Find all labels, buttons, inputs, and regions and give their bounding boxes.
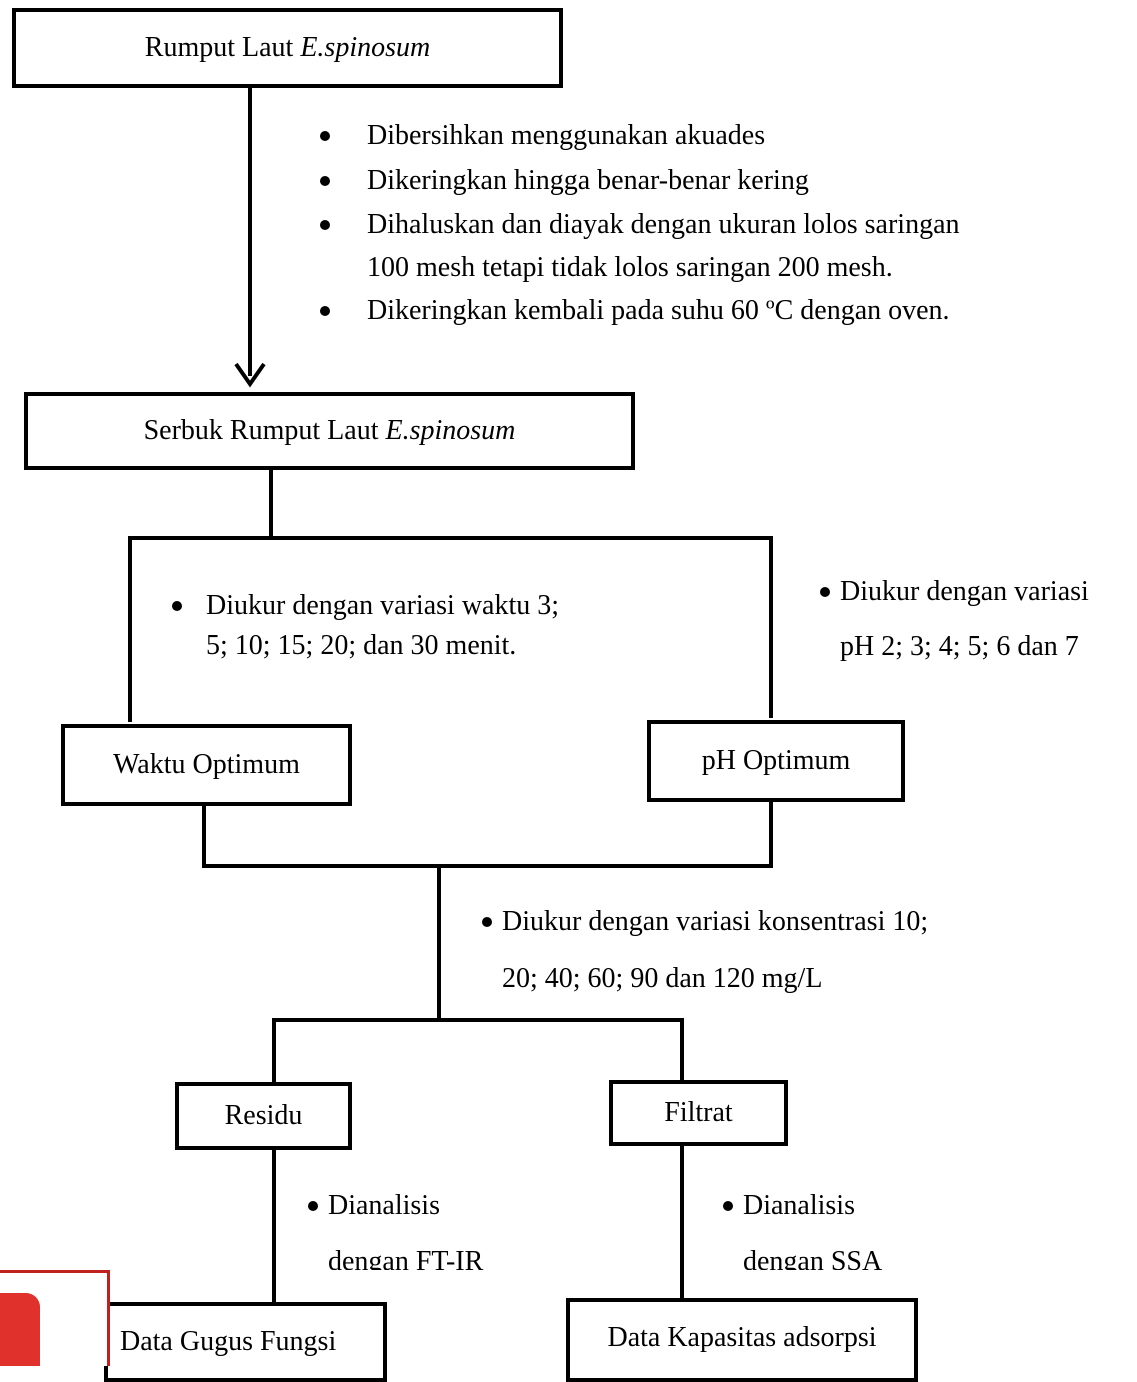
- prep-step-4: Dikeringkan kembali pada suhu 60 ºC deng…: [367, 295, 950, 326]
- note-ftir-line-1: Dianalisis: [328, 1190, 440, 1221]
- note-konsentrasi-line-1: Diukur dengan variasi konsentrasi 10;: [502, 906, 929, 937]
- box-kapasitas-label: Data Kapasitas adsorpsi: [607, 1322, 877, 1353]
- bullet-icon: [320, 176, 330, 186]
- box-filtrat: Filtrat: [609, 1080, 788, 1146]
- bullet-icon: [320, 131, 330, 141]
- box-serbuk-text: Serbuk Rumput Laut: [143, 415, 386, 446]
- prep-step-3: Dihaluskan dan diayak dengan ukuran lolo…: [367, 209, 960, 240]
- note-waktu-line-2: 5; 10; 15; 20; dan 30 menit.: [206, 630, 517, 661]
- bullet-icon: [320, 306, 330, 316]
- connector-line: [680, 1144, 684, 1300]
- note-ph-line-1: Diukur dengan variasi: [840, 576, 1089, 607]
- box-data-gugus-fungsi: Data Gugus Fungsi: [104, 1302, 387, 1382]
- box-ph-label: pH Optimum: [701, 745, 851, 776]
- note-ph-line-2: pH 2; 3; 4; 5; 6 dan 7: [840, 631, 1079, 662]
- connector-line: [128, 536, 132, 722]
- connector-line: [769, 536, 773, 718]
- box-residu-label: Residu: [224, 1100, 303, 1131]
- note-waktu-line-1: Diukur dengan variasi waktu 3;: [206, 590, 560, 621]
- box-serbuk-species: E.spinosum: [385, 415, 516, 446]
- note-konsentrasi-line-2: 20; 40; 60; 90 dan 120 mg/L: [502, 963, 823, 994]
- box-residu: Residu: [175, 1082, 352, 1150]
- note-ssa-line-1: Dianalisis: [743, 1190, 855, 1221]
- connector-line: [769, 800, 773, 868]
- pdf-icon: [0, 1270, 110, 1366]
- connector-line: [128, 536, 773, 540]
- note-ftir-line-2: dengan FT-IR: [328, 1246, 484, 1271]
- bullet-icon: [820, 587, 830, 597]
- connector-line: [202, 804, 206, 868]
- connector-line: [680, 1018, 684, 1082]
- prep-step-3-cont: 100 mesh tetapi tidak lolos saringan 200…: [367, 252, 893, 283]
- note-ssa-line-2: dengan SSA: [743, 1246, 883, 1271]
- bullet-icon: [320, 220, 330, 230]
- connector-line: [272, 1018, 276, 1084]
- connector-line: [437, 868, 441, 1020]
- connector-line: [272, 1018, 684, 1022]
- box-ph-optimum: pH Optimum: [647, 720, 905, 802]
- box-rumput-text: Rumput Laut: [144, 32, 301, 63]
- box-waktu-optimum: Waktu Optimum: [61, 724, 352, 806]
- note-ftir-clip: dengan FT-IR: [328, 1242, 548, 1271]
- prep-step-1: Dibersihkan menggunakan akuades: [367, 120, 766, 151]
- box-gugus-label: Data Gugus Fungsi: [120, 1326, 337, 1357]
- bullet-icon: [308, 1201, 318, 1211]
- box-serbuk-rumput-laut: Serbuk Rumput Laut E.spinosum: [24, 392, 635, 470]
- box-rumput-species: E.spinosum: [300, 32, 431, 63]
- connector-line: [202, 864, 773, 868]
- connector-line: [269, 468, 273, 538]
- connector-line: [272, 1148, 276, 1304]
- bullet-icon: [172, 601, 182, 611]
- box-filtrat-label: Filtrat: [664, 1097, 733, 1128]
- connector-line: [248, 86, 252, 376]
- prep-step-2: Dikeringkan hingga benar-benar kering: [367, 165, 809, 196]
- box-data-kapasitas-adsorpsi: Data Kapasitas adsorpsi: [566, 1298, 918, 1382]
- box-rumput-laut: Rumput Laut E.spinosum: [12, 8, 563, 88]
- note-ssa-clip: dengan SSA: [743, 1242, 963, 1271]
- box-waktu-label: Waktu Optimum: [113, 749, 300, 780]
- bullet-icon: [482, 917, 492, 927]
- bullet-icon: [723, 1201, 733, 1211]
